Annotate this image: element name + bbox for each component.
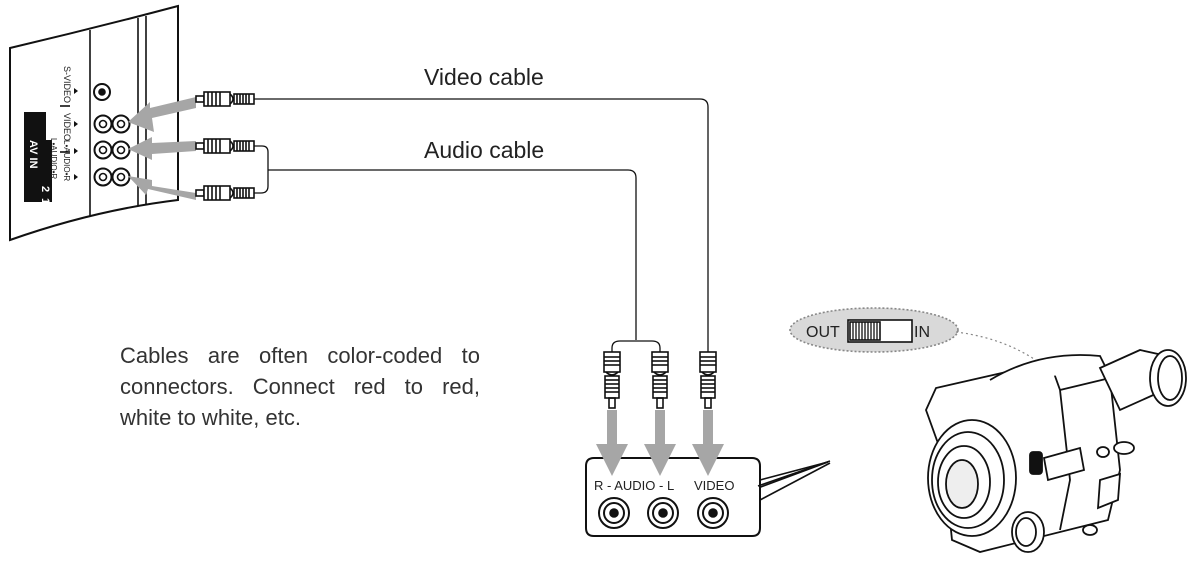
tv-rca-plugs xyxy=(195,91,255,201)
tv-audio2-label: L•AUDIO•R xyxy=(49,138,58,179)
tv-video-label: VIDEO xyxy=(62,113,72,141)
audio-cable-label: Audio cable xyxy=(424,137,545,163)
tv-side-panel: S-VIDEO VIDEO L•AUDIO•R L•AUDIO•R AV IN … xyxy=(9,4,179,242)
input-1-label: 1 xyxy=(39,198,51,204)
camcorder-rca-plugs xyxy=(603,351,717,409)
jack-insert-arrows xyxy=(596,410,724,476)
audio-cable-line xyxy=(254,145,661,356)
switch-out-label: OUT xyxy=(806,324,840,341)
switch-callout: OUT IN xyxy=(789,307,1061,381)
jack-video-label: VIDEO xyxy=(694,478,734,493)
video-cable-label: Video cable xyxy=(424,64,544,90)
av-in-label: AV IN xyxy=(27,140,39,169)
jack-audio-label: R - AUDIO - L xyxy=(594,478,674,493)
switch-in-label: IN xyxy=(914,324,930,341)
camcorder-illustration xyxy=(925,349,1187,553)
svideo-jack xyxy=(93,83,111,101)
svideo-label: S-VIDEO xyxy=(62,66,72,103)
tv-rca-jacks xyxy=(93,114,131,187)
input-2-label: 2 xyxy=(39,186,51,192)
camcorder-rca-jacks xyxy=(598,497,729,529)
color-coding-note: Cables are often color-coded to connecto… xyxy=(120,343,480,430)
tv-insert-arrows xyxy=(128,97,196,200)
camcorder-jack-panel: R - AUDIO - L VIDEO xyxy=(585,457,831,537)
tv-audio1-label: L•AUDIO•R xyxy=(62,140,71,181)
video-cable-line xyxy=(254,98,709,352)
